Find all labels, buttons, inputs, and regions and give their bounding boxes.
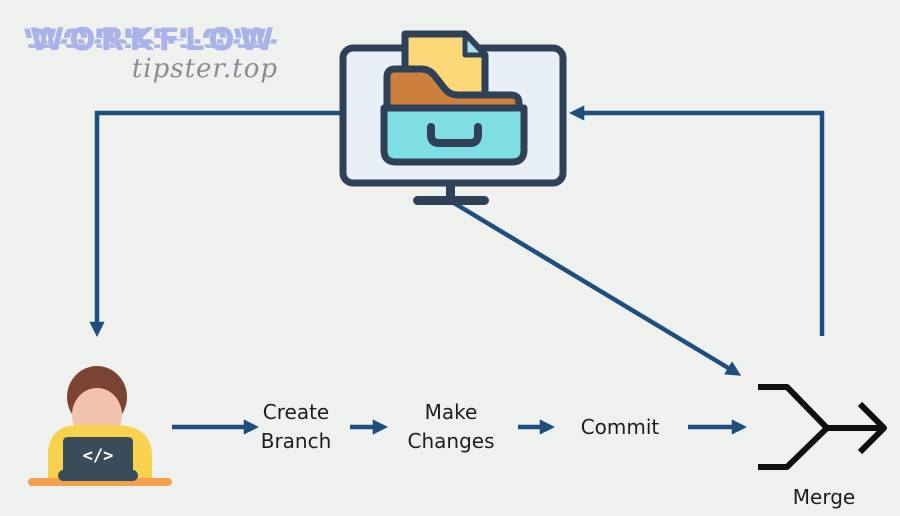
logo-title: WORKFLOW	[30, 22, 278, 58]
repository-monitor-folder-icon	[339, 30, 567, 205]
step-label-merge: Merge	[792, 485, 856, 509]
merge-arrowhead	[857, 401, 887, 455]
document-fold-corner	[462, 31, 488, 58]
laptop-keyboard-base	[58, 470, 138, 481]
laptop-screen	[63, 437, 133, 472]
merge-branch-top	[758, 384, 830, 431]
arrow-merge-to-repo	[568, 105, 825, 336]
developer-laptop-icon: </>	[28, 366, 172, 486]
developer-hair-fringe	[69, 369, 125, 395]
merge-branch-bottom	[758, 425, 830, 470]
logo: WORKFLOW tipster.top	[30, 22, 278, 84]
folder-drawer	[380, 104, 528, 166]
arrow-repo-to-developer	[89, 110, 345, 338]
step-label-commit: Commit	[580, 415, 660, 439]
step-label-create-branch: Create Branch	[260, 400, 332, 453]
merge-branches-icon	[758, 384, 887, 470]
code-glyph: </>	[83, 446, 114, 466]
monitor-stand-base	[413, 196, 489, 205]
folder-tab	[383, 65, 523, 114]
drawer-handle	[427, 123, 482, 147]
monitor-stand-neck	[446, 183, 455, 199]
logo-subtitle: tipster.top	[131, 54, 278, 84]
step-label-make-changes: Make Changes	[407, 400, 495, 453]
